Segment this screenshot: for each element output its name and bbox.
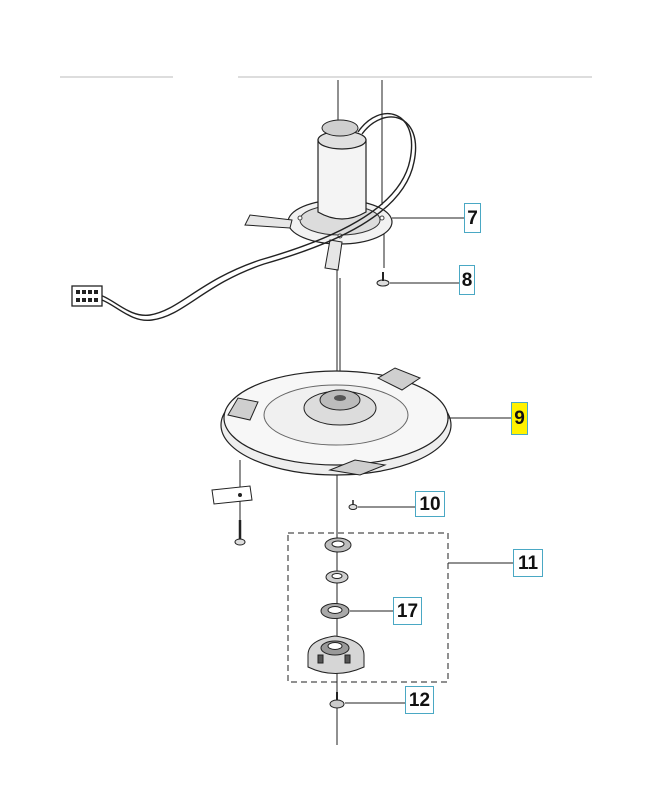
screw-part-8: [376, 272, 390, 287]
callout-10[interactable]: 10: [415, 491, 445, 517]
callout-7[interactable]: 7: [464, 203, 481, 233]
callout-12[interactable]: 12: [405, 686, 434, 714]
hub-parts: [307, 537, 365, 674]
screw-part-10: [348, 500, 358, 510]
motor-assembly: [244, 119, 393, 271]
callout-17[interactable]: 17: [393, 597, 422, 625]
screw-part-12: [329, 692, 345, 709]
callout-11[interactable]: 11: [513, 549, 543, 577]
blade-knife: [211, 485, 253, 546]
motor-cable: [99, 113, 417, 321]
cable-connector: [71, 285, 103, 307]
leader-lines: [345, 217, 513, 704]
callout-8[interactable]: 8: [459, 265, 475, 295]
callout-9-highlighted[interactable]: 9: [511, 402, 528, 435]
kit-boundary: [287, 532, 449, 683]
blade-disc: [220, 367, 452, 476]
